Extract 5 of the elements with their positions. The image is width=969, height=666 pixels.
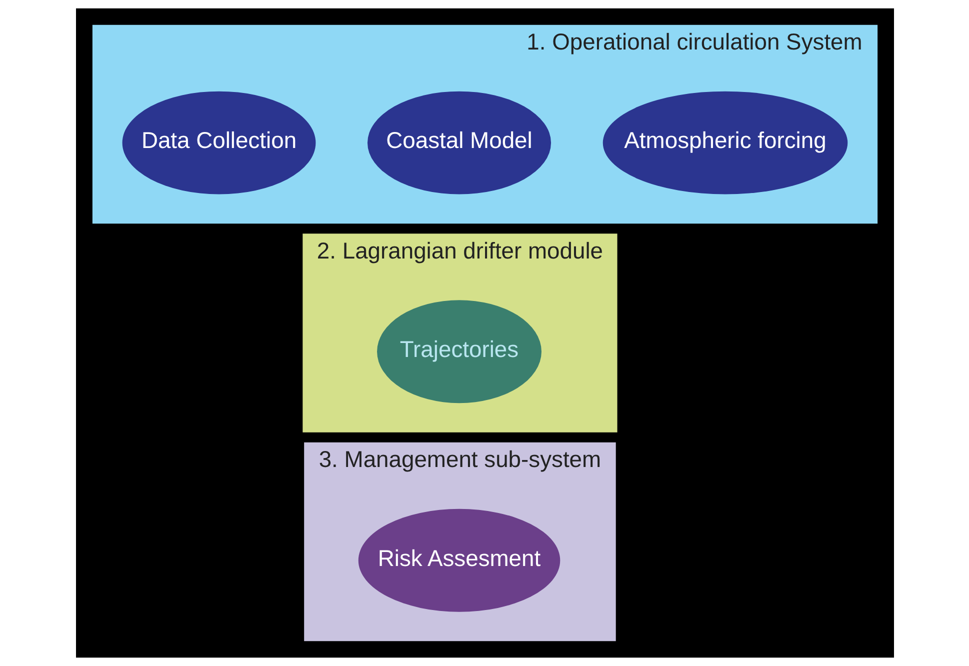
node-ellipse: Data Collection xyxy=(122,91,316,194)
node-ellipse: Risk Assesment xyxy=(358,508,560,612)
node-ellipse: Atmospheric forcing xyxy=(602,91,848,194)
node-ellipse: Coastal Model xyxy=(366,91,551,194)
node-ellipse: Trajectories xyxy=(376,300,541,404)
